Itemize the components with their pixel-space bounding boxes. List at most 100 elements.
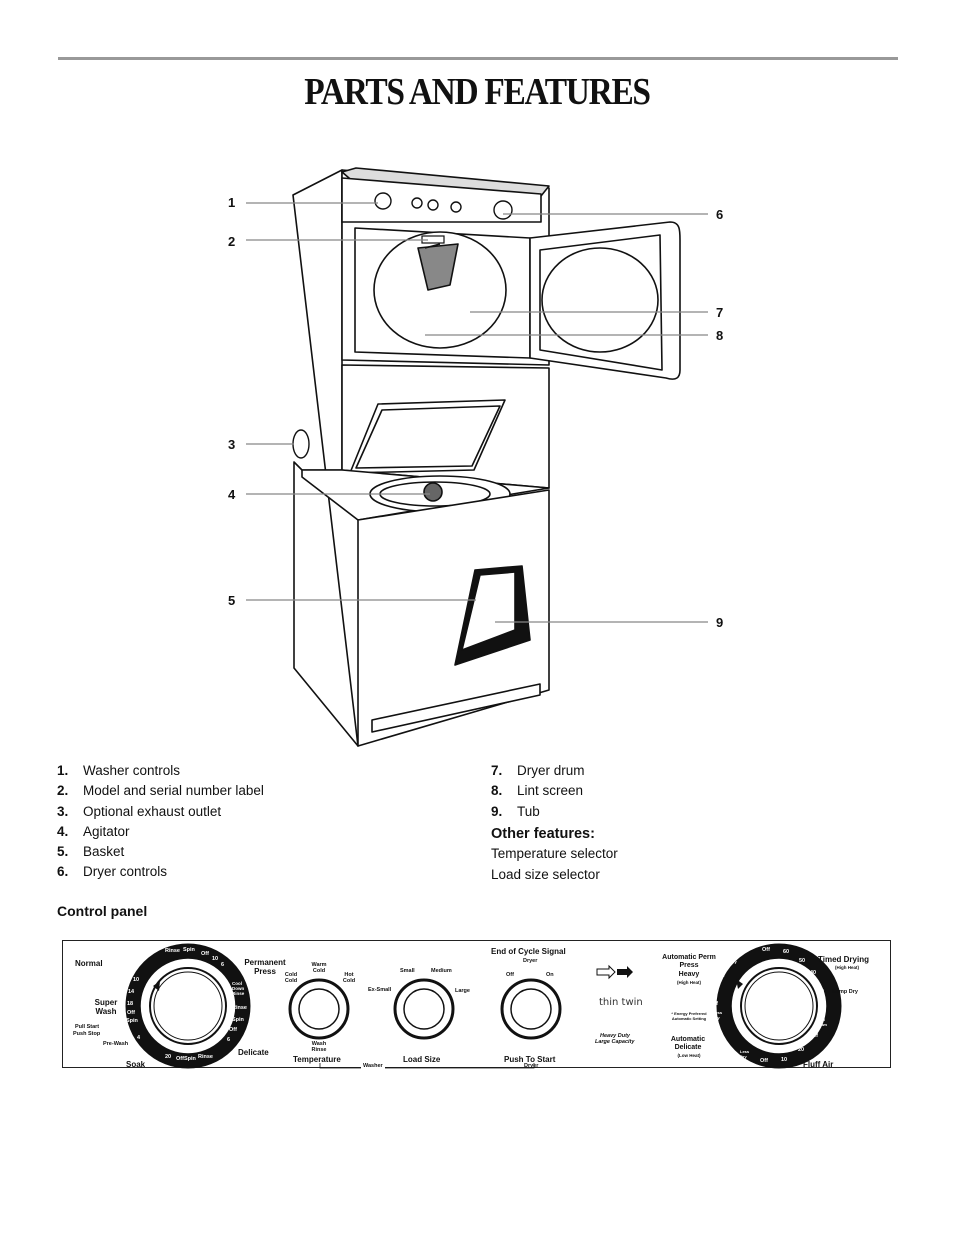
callout-1: 1 bbox=[228, 195, 236, 210]
dryer-ring-label: 10 bbox=[781, 1057, 788, 1063]
damp-dry-label: Damp Dry bbox=[832, 989, 858, 995]
timed-drying-label: Timed Drying bbox=[818, 955, 869, 964]
washer-ring-label: 6 bbox=[227, 1037, 231, 1043]
washer-ring-label: Spin bbox=[183, 947, 195, 953]
washer-ring-label: Rinse bbox=[198, 1054, 213, 1060]
dryer-ring-label: Less Dry bbox=[730, 954, 740, 964]
list-item: 5.Basket bbox=[57, 844, 125, 860]
delicate-label: Delicate bbox=[238, 1048, 269, 1057]
dryer-ring-label: 50 bbox=[799, 958, 806, 964]
control-panel-heading: Control panel bbox=[57, 903, 148, 919]
top-rule bbox=[58, 57, 898, 60]
dryer-ring-label: Off bbox=[760, 1058, 768, 1064]
low-heat-label: (Low Heat) bbox=[677, 1053, 701, 1058]
permanent-press-label: Permanent Press bbox=[244, 958, 286, 976]
list-item: 9.Tub bbox=[491, 803, 540, 819]
temperature-label: Temperature bbox=[293, 1055, 341, 1064]
control-panel: Rinse Spin Off 10 6 Cool Down Rinse Rins… bbox=[62, 940, 891, 1069]
eoc-title: End of Cycle Signal bbox=[491, 947, 566, 956]
eoc-dryer-bottom: Dryer bbox=[524, 1063, 539, 1069]
list-item: Load size selector bbox=[491, 866, 600, 882]
list-item: 1.Washer controls bbox=[57, 763, 181, 778]
dryer-ring-label: Less Dry bbox=[740, 1049, 750, 1059]
temp-hot-cold: Hot Cold bbox=[342, 972, 356, 984]
washer-ring-label: Spin bbox=[184, 1056, 196, 1062]
washer-ring-label: Rinse bbox=[232, 1005, 247, 1011]
eoc-dryer-top: Dryer bbox=[523, 958, 538, 964]
auto-delicate-label: Automatic Delicate bbox=[670, 1036, 706, 1051]
washer-ring-label: Off bbox=[201, 951, 209, 957]
list-item: 6.Dryer controls bbox=[57, 864, 168, 880]
list-item: Temperature selector bbox=[491, 846, 618, 862]
washer-ring-label: 18 bbox=[127, 1001, 134, 1007]
dryer-ring-label: 20 bbox=[798, 1047, 805, 1053]
high-heat-label: (High Heat) bbox=[677, 980, 701, 985]
washer-ring-label: Spin bbox=[232, 1017, 244, 1023]
normal-label: Normal bbox=[75, 959, 103, 968]
callout-6: 6 bbox=[716, 207, 724, 222]
callout-9: 9 bbox=[716, 615, 724, 630]
brand-sub1: Heavy Duty bbox=[600, 1033, 630, 1039]
temp-wash-rinse: Wash Rinse bbox=[311, 1041, 327, 1053]
washer-ring-label: Off bbox=[176, 1056, 184, 1062]
callout-4: 4 bbox=[228, 487, 236, 502]
high-heat-label-2: (High Heat) bbox=[835, 965, 859, 970]
load-small: Small bbox=[400, 968, 415, 974]
other-features-heading: Other features: bbox=[491, 825, 595, 842]
dryer-ring-label: Off bbox=[710, 1001, 718, 1007]
parts-list-right: 7.Dryer drum 8.Lint screen 9.Tub Other f… bbox=[491, 761, 618, 885]
heavy-label: Heavy bbox=[678, 971, 700, 978]
dryer-ring-label: Less Dry bbox=[713, 1010, 723, 1020]
dryer-ring-label: Cool Down bbox=[816, 1017, 827, 1027]
brand-logo: thin twin bbox=[599, 997, 643, 1008]
list-item: 2.Model and serial number label bbox=[57, 783, 264, 799]
pre-wash-label: Pre-Wash bbox=[103, 1041, 129, 1047]
washer-ring-label: Spin bbox=[126, 1018, 138, 1024]
callout-8: 8 bbox=[716, 328, 724, 343]
dryer-ring-label: Off bbox=[762, 947, 770, 953]
fluff-air-label: Fluff Air bbox=[803, 1060, 834, 1069]
washer-ring-label: 20 bbox=[165, 1054, 172, 1060]
control-panel-graphics bbox=[125, 943, 842, 1069]
washer-bracket-label: Washer bbox=[361, 1063, 385, 1069]
list-item: 7.Dryer drum bbox=[491, 763, 585, 778]
washer-ring-label: 10 bbox=[212, 956, 219, 962]
load-large: Large bbox=[455, 988, 470, 994]
callout-5: 5 bbox=[228, 593, 236, 608]
brand-sub2: Large Capacity bbox=[595, 1039, 635, 1045]
washer-ring-label: Cool Down Rinse bbox=[232, 981, 245, 996]
push-to-start-label: Push To Start bbox=[504, 1055, 556, 1064]
super-wash-label: Super Wash bbox=[94, 998, 118, 1016]
dryer-ring-label: Off bbox=[810, 1033, 818, 1039]
auto-perm-press-label: Automatic Perm Press bbox=[662, 954, 716, 969]
dryer-ring-label: 60 bbox=[783, 949, 790, 955]
list-item: 3.Optional exhaust outlet bbox=[57, 803, 222, 819]
list-item: 4.Agitator bbox=[57, 823, 130, 839]
dryer-ring-label: 40 bbox=[810, 970, 817, 976]
temp-cold-cold: Cold Cold bbox=[284, 972, 298, 984]
page-title: PARTS AND FEATURES bbox=[304, 71, 651, 113]
eoc-off: Off bbox=[506, 972, 514, 978]
load-medium: Medium bbox=[431, 968, 452, 974]
callout-2: 2 bbox=[228, 234, 236, 249]
washer-ring-label: Rinse bbox=[165, 948, 180, 954]
load-size-label: Load Size bbox=[403, 1055, 441, 1064]
callout-3: 3 bbox=[228, 437, 236, 452]
energy-note: * Energy Preferred Automatic Setting bbox=[671, 1011, 707, 1021]
pull-start-label: Pull Start bbox=[75, 1024, 100, 1030]
load-extra-small: Ex-Small bbox=[368, 987, 392, 993]
push-stop-label: Push Stop bbox=[73, 1031, 101, 1037]
parts-list-left: 1.Washer controls 2.Model and serial num… bbox=[57, 761, 264, 883]
washer-ring-label: 14 bbox=[128, 989, 135, 995]
dryer-ring-label: 30 bbox=[818, 989, 825, 995]
eoc-on: On bbox=[546, 972, 554, 978]
washer-ring-label: 4 bbox=[137, 1035, 141, 1041]
dryer-ring-label: 20 bbox=[819, 1007, 826, 1013]
washer-ring-label: 6 bbox=[221, 962, 225, 968]
list-item: 8.Lint screen bbox=[491, 783, 584, 799]
washer-ring-label: Off bbox=[127, 1010, 135, 1016]
callout-7: 7 bbox=[716, 305, 724, 320]
washer-ring-label: 10 bbox=[133, 977, 140, 983]
temp-warm-cold: Warm Cold bbox=[311, 962, 327, 974]
washer-dryer-illustration bbox=[246, 167, 708, 747]
